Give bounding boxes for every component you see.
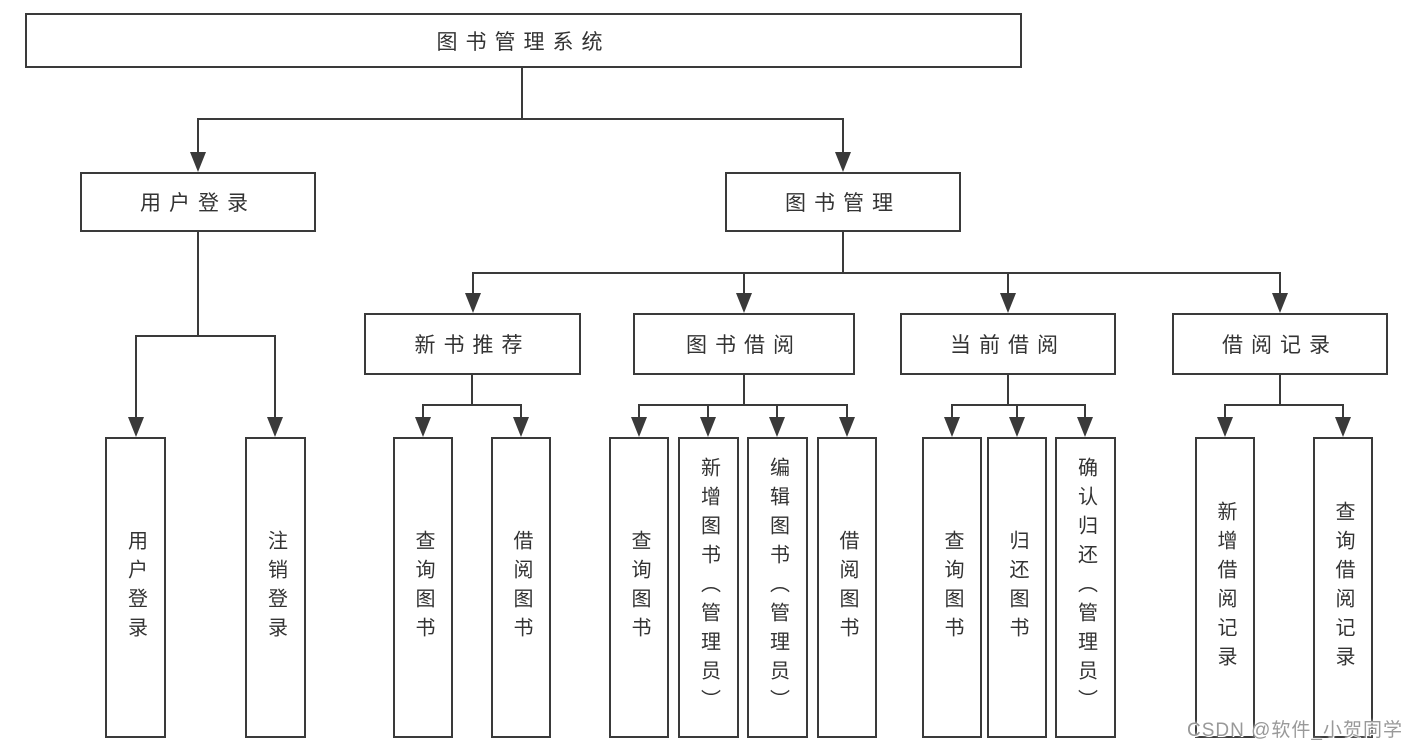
leaf-query-borrow-record: 查询借阅记录	[1313, 437, 1373, 738]
arrowhead-borrow-books-recommend	[513, 417, 529, 437]
arrowhead-add-books-admin	[700, 417, 716, 437]
leaf-return-books: 归还图书	[987, 437, 1047, 738]
leaf-confirm-return-admin: 确认归还（管理员）	[1055, 437, 1116, 738]
leaf-add-borrow-record: 新增借阅记录	[1195, 437, 1255, 738]
leaf-user-login: 用户登录	[105, 437, 166, 738]
connector-drop-query-borrow-record	[1342, 404, 1344, 419]
leaf-query-books-borrow: 查询图书	[609, 437, 669, 738]
node-new-book-recommend: 新书推荐	[364, 313, 581, 375]
node-borrow-records: 借阅记录	[1172, 313, 1388, 375]
node-book-management: 图书管理	[725, 172, 961, 232]
connector-drop-book-management	[842, 118, 844, 154]
node-root: 图书管理系统	[25, 13, 1022, 68]
connector-new-book-recommend-stem	[471, 375, 473, 406]
connector-drop-query-books-borrow	[638, 404, 640, 419]
connector-drop-confirm-return-admin	[1084, 404, 1086, 419]
node-book-borrow: 图书借阅	[633, 313, 855, 375]
connector-drop-edit-books-admin	[776, 404, 778, 419]
node-user-login: 用户登录	[80, 172, 316, 232]
arrowhead-book-management	[835, 152, 851, 172]
arrowhead-return-books	[1009, 417, 1025, 437]
connector-drop-return-books	[1016, 404, 1018, 419]
connector-borrow-records-stem	[1279, 375, 1281, 406]
connector-book-borrow-branch	[638, 404, 848, 406]
leaf-edit-books-admin: 编辑图书（管理员）	[747, 437, 808, 738]
connector-borrow-records-branch	[1224, 404, 1344, 406]
arrowhead-current-borrow	[1000, 293, 1016, 313]
arrowhead-new-book-recommend	[465, 293, 481, 313]
arrowhead-query-books-borrow	[631, 417, 647, 437]
arrowhead-user-login	[190, 152, 206, 172]
arrowhead-borrow-records	[1272, 293, 1288, 313]
connector-user-login-branch	[135, 335, 276, 337]
leaf-add-books-admin: 新增图书（管理员）	[678, 437, 739, 738]
connector-drop-book-borrow	[743, 272, 745, 295]
arrowhead-confirm-return-admin	[1077, 417, 1093, 437]
connector-drop-user-login	[197, 118, 199, 154]
connector-drop-leaf-logout	[274, 335, 276, 419]
connector-root-stem	[521, 68, 523, 120]
node-current-borrow: 当前借阅	[900, 313, 1116, 375]
connector-drop-leaf-login	[135, 335, 137, 419]
connector-current-borrow-stem	[1007, 375, 1009, 406]
leaf-query-books-current: 查询图书	[922, 437, 982, 738]
arrowhead-query-books-recommend	[415, 417, 431, 437]
arrowhead-borrow-books-borrow	[839, 417, 855, 437]
arrowhead-add-borrow-record	[1217, 417, 1233, 437]
connector-user-login-stem	[197, 232, 199, 337]
connector-drop-add-books-admin	[707, 404, 709, 419]
connector-drop-query-books-recommend	[422, 404, 424, 419]
arrowhead-leaf-login	[128, 417, 144, 437]
arrowhead-leaf-logout	[267, 417, 283, 437]
connector-drop-current-borrow	[1007, 272, 1009, 295]
connector-book-management-stem	[842, 232, 844, 274]
connector-root-branch	[197, 118, 844, 120]
arrowhead-edit-books-admin	[769, 417, 785, 437]
leaf-logout: 注销登录	[245, 437, 306, 738]
connector-drop-add-borrow-record	[1224, 404, 1226, 419]
arrowhead-query-books-current	[944, 417, 960, 437]
leaf-query-books-recommend: 查询图书	[393, 437, 453, 738]
arrowhead-query-borrow-record	[1335, 417, 1351, 437]
leaf-borrow-books-recommend: 借阅图书	[491, 437, 551, 738]
arrowhead-book-borrow	[736, 293, 752, 313]
connector-drop-query-books-current	[951, 404, 953, 419]
connector-drop-new-book-recommend	[472, 272, 474, 295]
connector-drop-borrow-books-borrow	[846, 404, 848, 419]
connector-current-borrow-branch	[951, 404, 1086, 406]
watermark: CSDN @软件_小贺同学	[1187, 720, 1403, 741]
connector-drop-borrow-records	[1279, 272, 1281, 295]
connector-level3-branch	[472, 272, 1280, 274]
connector-drop-borrow-books-recommend	[520, 404, 522, 419]
connector-new-book-recommend-branch	[422, 404, 522, 406]
connector-book-borrow-stem	[743, 375, 745, 406]
leaf-borrow-books-borrow: 借阅图书	[817, 437, 877, 738]
